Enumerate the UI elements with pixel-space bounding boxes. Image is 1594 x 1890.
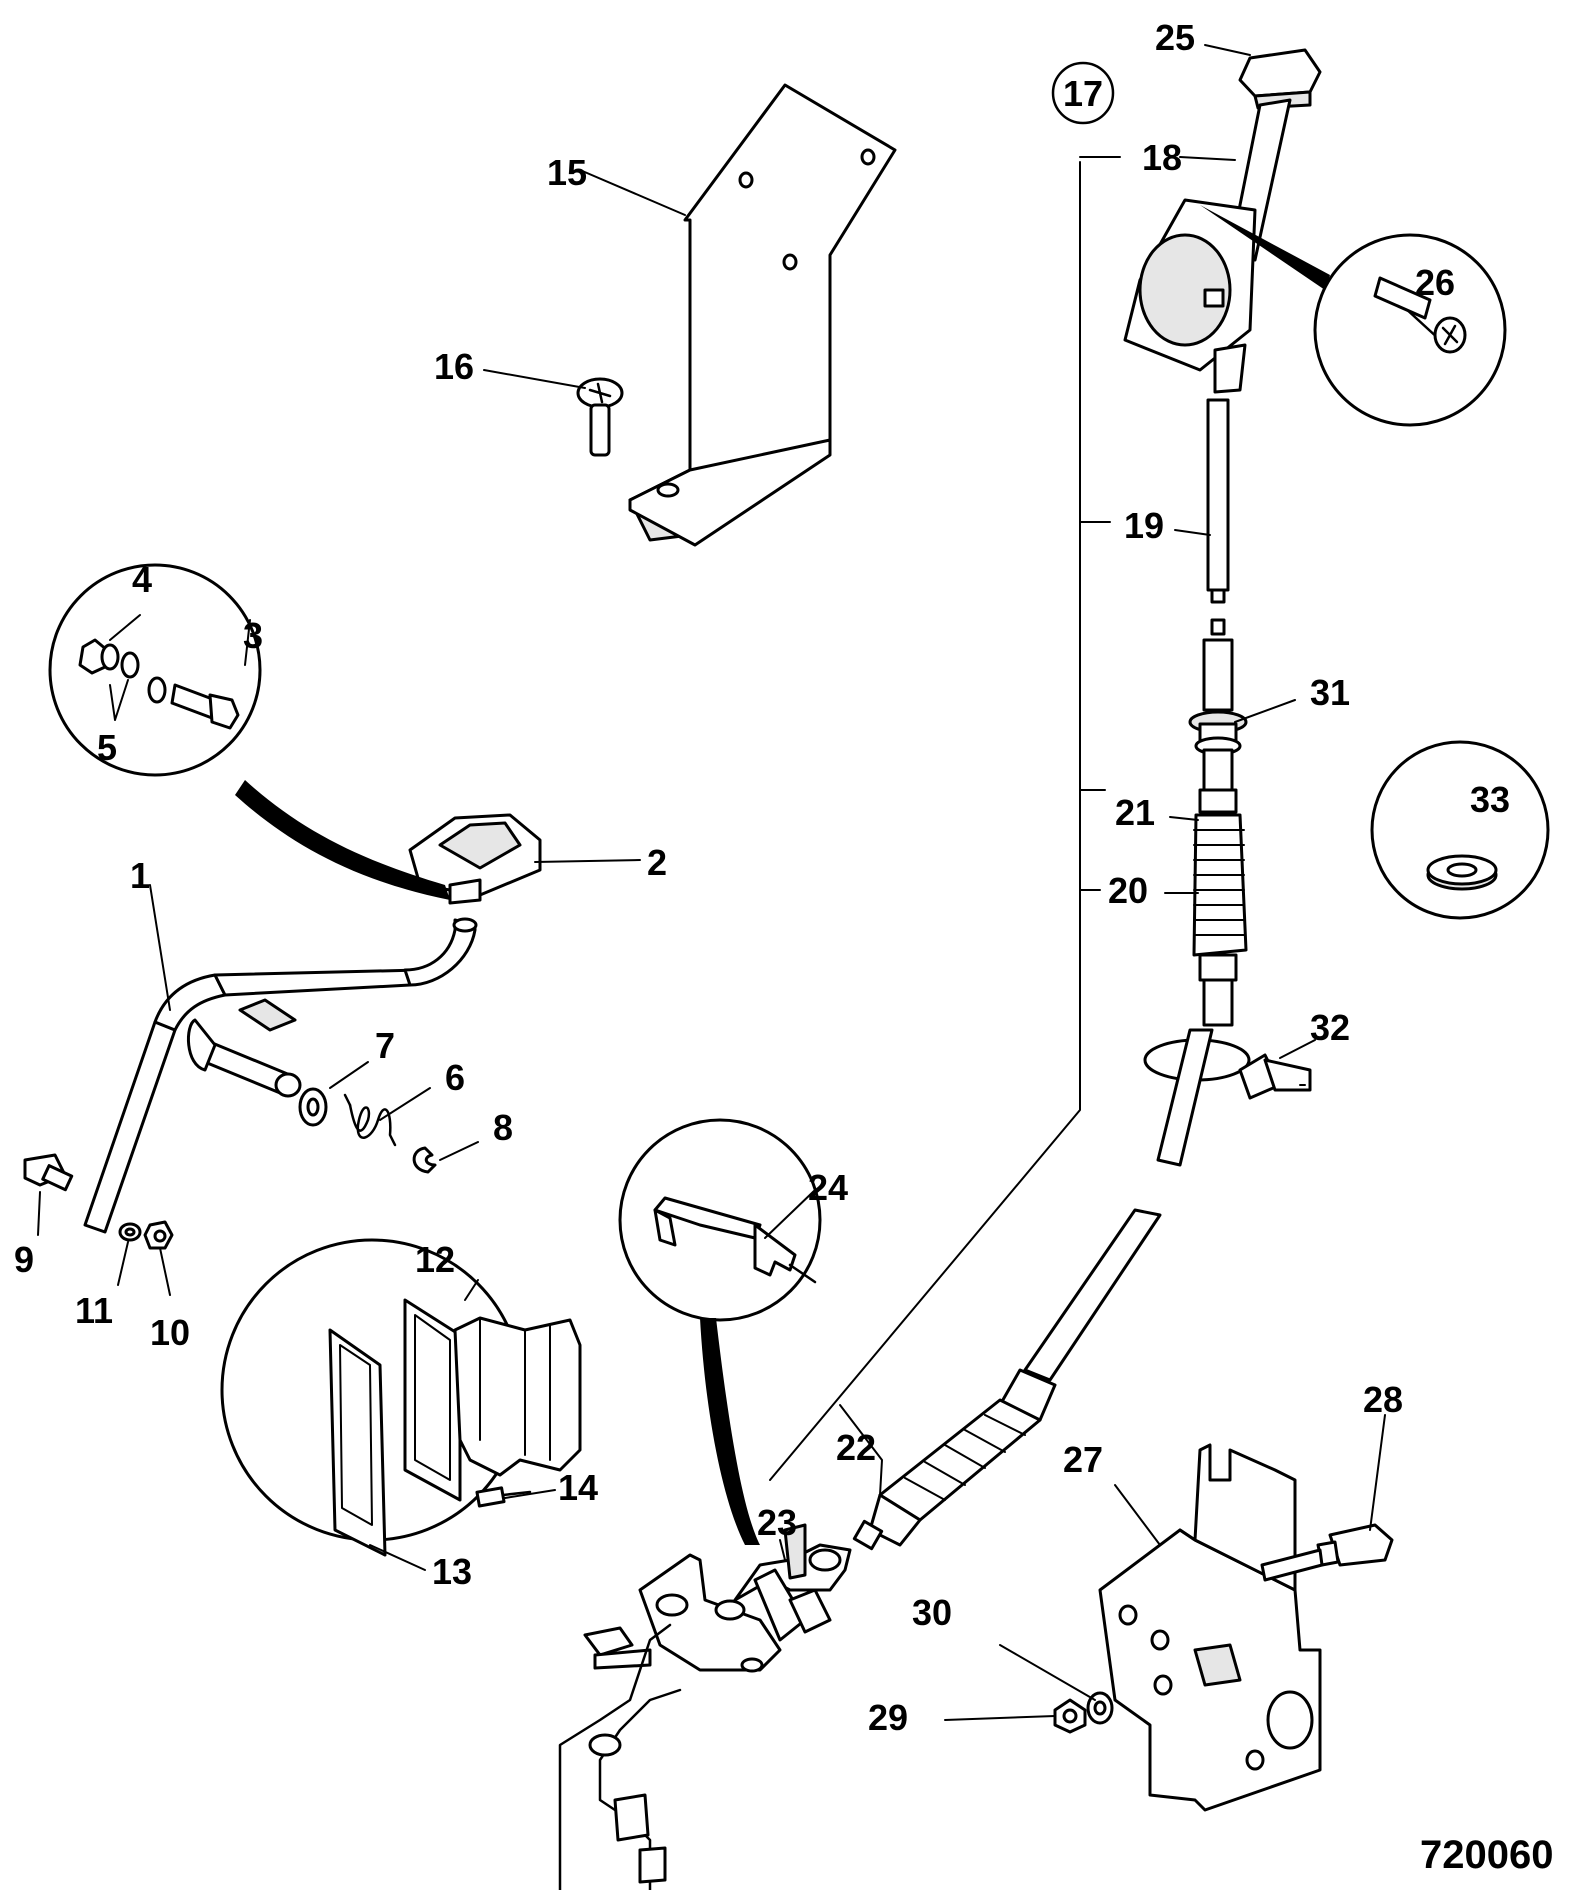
- detail-circle-clip: [618, 1118, 822, 1545]
- detail-circle-bolt: [48, 563, 450, 900]
- part-19-cable-upper: [1202, 398, 1234, 712]
- callout-28: 28: [1363, 1379, 1403, 1420]
- callout-5: 5: [97, 727, 117, 768]
- callout-2: 2: [647, 842, 667, 883]
- callout-22: 22: [836, 1427, 876, 1468]
- callout-30: 30: [912, 1592, 952, 1633]
- part-7-washer: [298, 1087, 328, 1127]
- callout-7: 7: [375, 1025, 395, 1066]
- detail-circle-grommet: [1370, 740, 1550, 920]
- callout-16: 16: [434, 346, 474, 387]
- callout-13: 13: [432, 1551, 472, 1592]
- callout-24: 24: [808, 1167, 848, 1208]
- part-20-bellows: [1192, 813, 1248, 1027]
- callout-29: 29: [868, 1697, 908, 1738]
- callout-8: 8: [493, 1107, 513, 1148]
- part-9-fitting: [23, 1153, 74, 1192]
- part-15-mounting-bracket: [628, 83, 897, 547]
- part-27-cable-bracket: [1098, 1443, 1322, 1812]
- callout-4: 4: [132, 559, 152, 600]
- callout-32: 32: [1310, 1007, 1350, 1048]
- callout-3: 3: [243, 615, 263, 656]
- part-26-callout-circle: [1200, 205, 1507, 427]
- callout-10: 10: [150, 1312, 190, 1353]
- part-16-screw: [576, 377, 624, 457]
- part-31-grommet: [1188, 710, 1248, 756]
- figure-number: 720060: [1420, 1833, 1553, 1877]
- part-25-lever-knob: [1238, 48, 1322, 110]
- callout-27: 27: [1063, 1439, 1103, 1480]
- callout-18: 18: [1142, 137, 1182, 178]
- callout-17: 17: [1063, 73, 1103, 114]
- leader-lines: [37, 44, 1386, 1721]
- callout-17-group: 17: [1051, 61, 1115, 125]
- callout-21: 21: [1115, 792, 1155, 833]
- callout-33: 33: [1470, 779, 1510, 820]
- part-21-cable-sleeve: [1198, 748, 1238, 814]
- callout-19: 19: [1124, 505, 1164, 546]
- part-11-washer: [118, 1222, 142, 1242]
- callout-26: 26: [1415, 262, 1455, 303]
- part-2-pedal-pad: [408, 813, 542, 905]
- callout-17-circle: [1051, 61, 1115, 125]
- callout-23: 23: [757, 1502, 797, 1543]
- callout-20: 20: [1108, 870, 1148, 911]
- part-32-cable-clamp: [1143, 1038, 1312, 1100]
- part-28-bolt: [1260, 1523, 1394, 1582]
- callout-15: 15: [547, 152, 587, 193]
- part-10-nut: [143, 1220, 174, 1250]
- callout-1: 1: [130, 855, 150, 896]
- callout-11: 11: [75, 1290, 113, 1331]
- part-cable-lower: [852, 1028, 1214, 1551]
- callout-14: 14: [558, 1467, 598, 1508]
- part-18-hand-lever: [1123, 98, 1292, 394]
- part-8-e-clip: [412, 1146, 437, 1174]
- callout-12: 12: [415, 1239, 455, 1280]
- callout-9: 9: [14, 1239, 34, 1280]
- callout-31: 31: [1310, 672, 1350, 713]
- detail-circle-gaiter: [220, 1238, 582, 1557]
- part-1-pedal-lever: [83, 917, 478, 1234]
- callout-6: 6: [445, 1057, 465, 1098]
- pump-linkage: [558, 1523, 852, 1890]
- callout-labels: 1 2 3 4 5 6 7 8 9 10 11 12 13 14 15 16 1…: [14, 17, 1510, 1738]
- part-29-nut: [1053, 1698, 1087, 1734]
- part-6-spring: [343, 1093, 397, 1147]
- callout-25: 25: [1155, 17, 1195, 58]
